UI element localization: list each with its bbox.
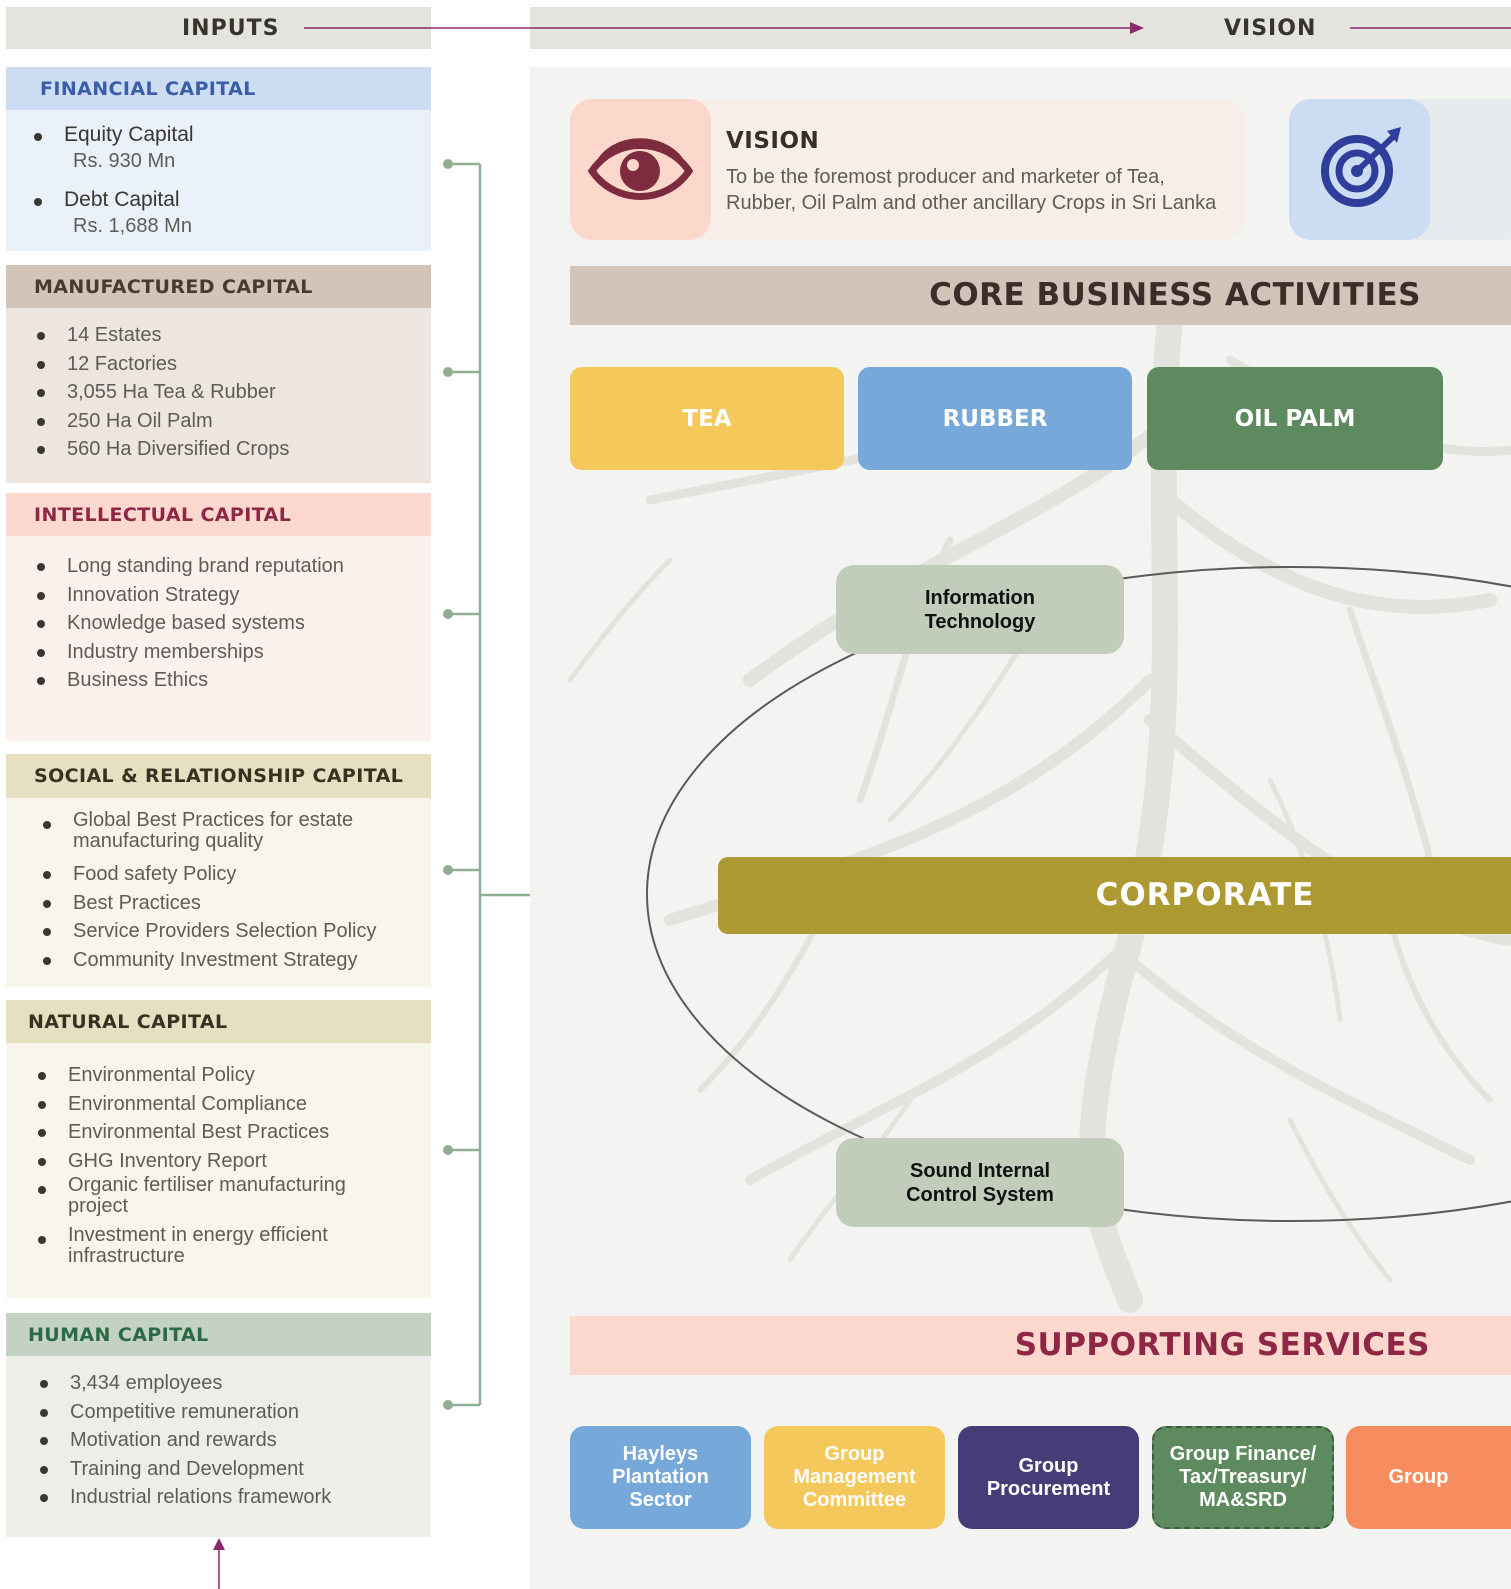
natural-capital-list: Environmental Policy Environmental Compl… <box>38 1061 398 1267</box>
list-item: Knowledge based systems <box>37 609 422 638</box>
list-item: Environmental Policy <box>38 1061 398 1090</box>
debt-capital-value: Rs. 1,688 Mn <box>73 215 192 237</box>
list-item: 250 Ha Oil Palm <box>37 407 422 436</box>
list-item: Debt Capital Rs. 1,688 Mn <box>34 187 424 239</box>
list-item: Service Providers Selection Policy <box>43 917 413 946</box>
financial-capital-title: FINANCIAL CAPITAL <box>6 67 431 110</box>
list-item: Community Investment Strategy <box>43 946 413 975</box>
list-item: Industrial relations framework <box>40 1483 420 1512</box>
service-group-finance: Group Finance/ Tax/Treasury/ MA&SRD <box>1152 1426 1334 1529</box>
list-item: Industry memberships <box>37 638 422 667</box>
human-capital-list: 3,434 employees Competitive remuneration… <box>40 1369 420 1512</box>
list-item: Motivation and rewards <box>40 1426 420 1455</box>
equity-capital-value: Rs. 930 Mn <box>73 150 176 172</box>
intellectual-capital-list: Long standing brand reputation Innovatio… <box>37 552 422 695</box>
corporate-label: CORPORATE <box>1095 877 1315 913</box>
service-hayleys-plantation: Hayleys Plantation Sector <box>570 1426 751 1529</box>
target-icon-tile <box>1289 99 1430 240</box>
vision-card-title: VISION <box>726 128 820 154</box>
list-item: Best Practices <box>43 889 413 918</box>
debt-capital-label: Debt Capital <box>64 188 180 211</box>
social-capital-title: SOCIAL & RELATIONSHIP CAPITAL <box>6 754 431 798</box>
information-technology-node: Information Technology <box>836 565 1124 654</box>
list-item: Organic fertiliser manufacturing project <box>38 1175 398 1225</box>
list-item: Equity Capital Rs. 930 Mn <box>34 122 424 174</box>
social-capital-list: Global Best Practices for estate manufac… <box>43 810 413 975</box>
supporting-services-banner <box>570 1316 1511 1375</box>
target-icon <box>1321 127 1401 207</box>
list-item: 14 Estates <box>37 321 422 350</box>
service-group-procurement: Group Procurement <box>958 1426 1139 1529</box>
list-item: Competitive remuneration <box>40 1398 420 1427</box>
list-item: Long standing brand reputation <box>37 552 422 581</box>
equity-capital-label: Equity Capital <box>64 123 194 146</box>
manufactured-capital-title: MANUFACTURED CAPITAL <box>6 265 431 308</box>
list-item: 3,055 Ha Tea & Rubber <box>37 378 422 407</box>
human-capital-title: HUMAN CAPITAL <box>6 1313 431 1356</box>
core-activities-banner <box>570 266 1511 325</box>
vision-icon-tile <box>570 99 711 240</box>
up-arrow-icon <box>213 1538 225 1589</box>
service-group: Group <box>1346 1426 1511 1529</box>
natural-capital-box <box>6 1000 431 1298</box>
list-item: GHG Inventory Report <box>38 1147 398 1176</box>
service-group-management: Group Management Committee <box>764 1426 945 1529</box>
list-item: 3,434 employees <box>40 1369 420 1398</box>
list-item: 12 Factories <box>37 350 422 379</box>
vision-statement: To be the foremost producer and marketer… <box>726 166 1217 214</box>
oil-palm-activity: OIL PALM <box>1147 367 1443 470</box>
eye-icon <box>587 138 694 200</box>
header-flow-arrows <box>304 22 1511 34</box>
list-item: Innovation Strategy <box>37 581 422 610</box>
list-item: Global Best Practices for estate manufac… <box>43 810 413 860</box>
inputs-header-label: INPUTS <box>182 16 280 41</box>
tea-activity: TEA <box>570 367 844 470</box>
list-item: Business Ethics <box>37 666 422 695</box>
internal-control-node: Sound Internal Control System <box>836 1138 1124 1227</box>
core-activities-title: CORE BUSINESS ACTIVITIES <box>929 277 1421 313</box>
list-item: Environmental Compliance <box>38 1090 398 1119</box>
list-item: 560 Ha Diversified Crops <box>37 435 422 464</box>
financial-capital-list: Equity Capital Rs. 930 Mn Debt Capital R… <box>34 122 424 239</box>
list-item: Training and Development <box>40 1455 420 1484</box>
natural-capital-title: NATURAL CAPITAL <box>6 1000 431 1043</box>
rubber-activity: RUBBER <box>858 367 1132 470</box>
list-item: Environmental Best Practices <box>38 1118 398 1147</box>
corporate-ellipse <box>646 566 1511 1222</box>
list-item: Food safety Policy <box>43 860 413 889</box>
list-item: Investment in energy efficient infrastru… <box>38 1225 398 1267</box>
vision-header-label: VISION <box>1224 16 1317 41</box>
supporting-services-title: SUPPORTING SERVICES <box>1014 1327 1430 1363</box>
intellectual-capital-title: INTELLECTUAL CAPITAL <box>6 493 431 536</box>
corporate-bar <box>718 857 1511 934</box>
manufactured-capital-list: 14 Estates 12 Factories 3,055 Ha Tea & R… <box>37 321 422 464</box>
